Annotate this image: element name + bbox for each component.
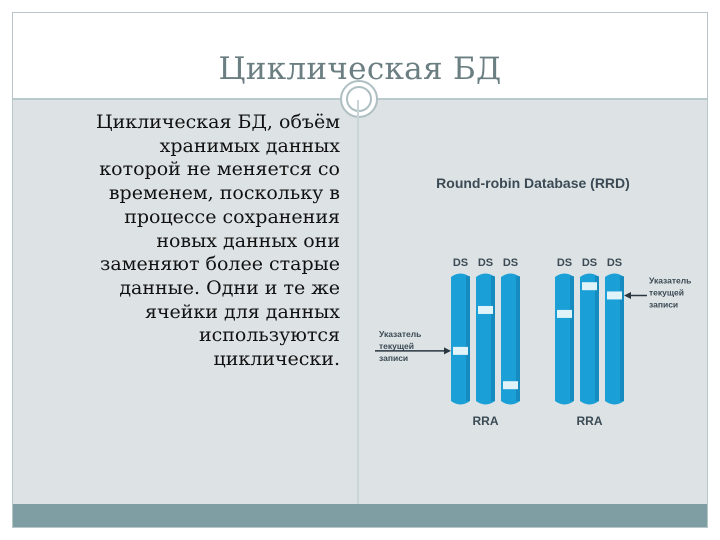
body-line: циклически. [213, 348, 340, 371]
ds-column [580, 273, 599, 405]
right-pointer-label: Указатель [649, 275, 691, 285]
ds-column-shade [466, 276, 470, 401]
current-record-marker [607, 291, 622, 300]
ds-column [605, 273, 624, 405]
ds-label: DS [453, 257, 468, 269]
left-pointer-arrowhead [444, 347, 451, 355]
ds-column-shade [620, 276, 624, 401]
body-line: которой не меняется со [99, 158, 340, 181]
ds-column [451, 273, 470, 405]
diagram-title: Round-robin Database (RRD) [436, 175, 630, 191]
body-line: временем, поскольку в [108, 182, 340, 205]
ds-label: DS [503, 257, 518, 269]
body-line: данные. Одни и те же [119, 276, 340, 299]
current-record-marker [503, 381, 518, 390]
current-record-marker [557, 309, 572, 318]
rra-label: RRA [473, 414, 499, 428]
body-line: заменяют более старые [100, 253, 340, 276]
current-record-marker [453, 346, 468, 355]
body-line: используются [198, 324, 340, 347]
right-pointer-arrowhead [624, 291, 631, 299]
ring-ornament-inner [346, 86, 372, 112]
body-text: Циклическая БД, объём хранимых данных ко… [13, 111, 340, 372]
ds-label: DS [557, 257, 572, 269]
right-pointer-label: текущей [649, 287, 684, 297]
body-line: Циклическая БД, объём [96, 111, 340, 133]
ds-column [555, 273, 574, 405]
ds-label: DS [478, 257, 493, 269]
left-pointer-label: текущей [379, 341, 414, 351]
rra-label: RRA [577, 414, 603, 428]
left-pointer-label: Указатель [379, 329, 421, 339]
column-divider [357, 100, 359, 504]
body-line: новых данных они [156, 229, 340, 252]
body-line: ячейки для данных [144, 300, 340, 323]
diagram-body: DS DS DS RRA DS DS DS RRA Указатель текущей записи… [375, 257, 691, 428]
current-record-marker [478, 305, 493, 314]
ds-column-shade [595, 276, 599, 401]
ds-column-shade [491, 276, 495, 401]
ds-column-shade [516, 276, 520, 401]
left-pointer-label: записи [379, 353, 408, 363]
ds-label: DS [582, 257, 597, 269]
ds-column-shade [570, 276, 574, 401]
current-record-marker [582, 282, 597, 291]
ds-column [501, 273, 520, 405]
right-pointer-label: записи [649, 299, 678, 309]
body-line: процессе сохранения [124, 205, 340, 228]
body-line: хранимых данных [159, 134, 340, 157]
footer-bar [13, 504, 707, 527]
ds-label: DS [607, 257, 622, 269]
